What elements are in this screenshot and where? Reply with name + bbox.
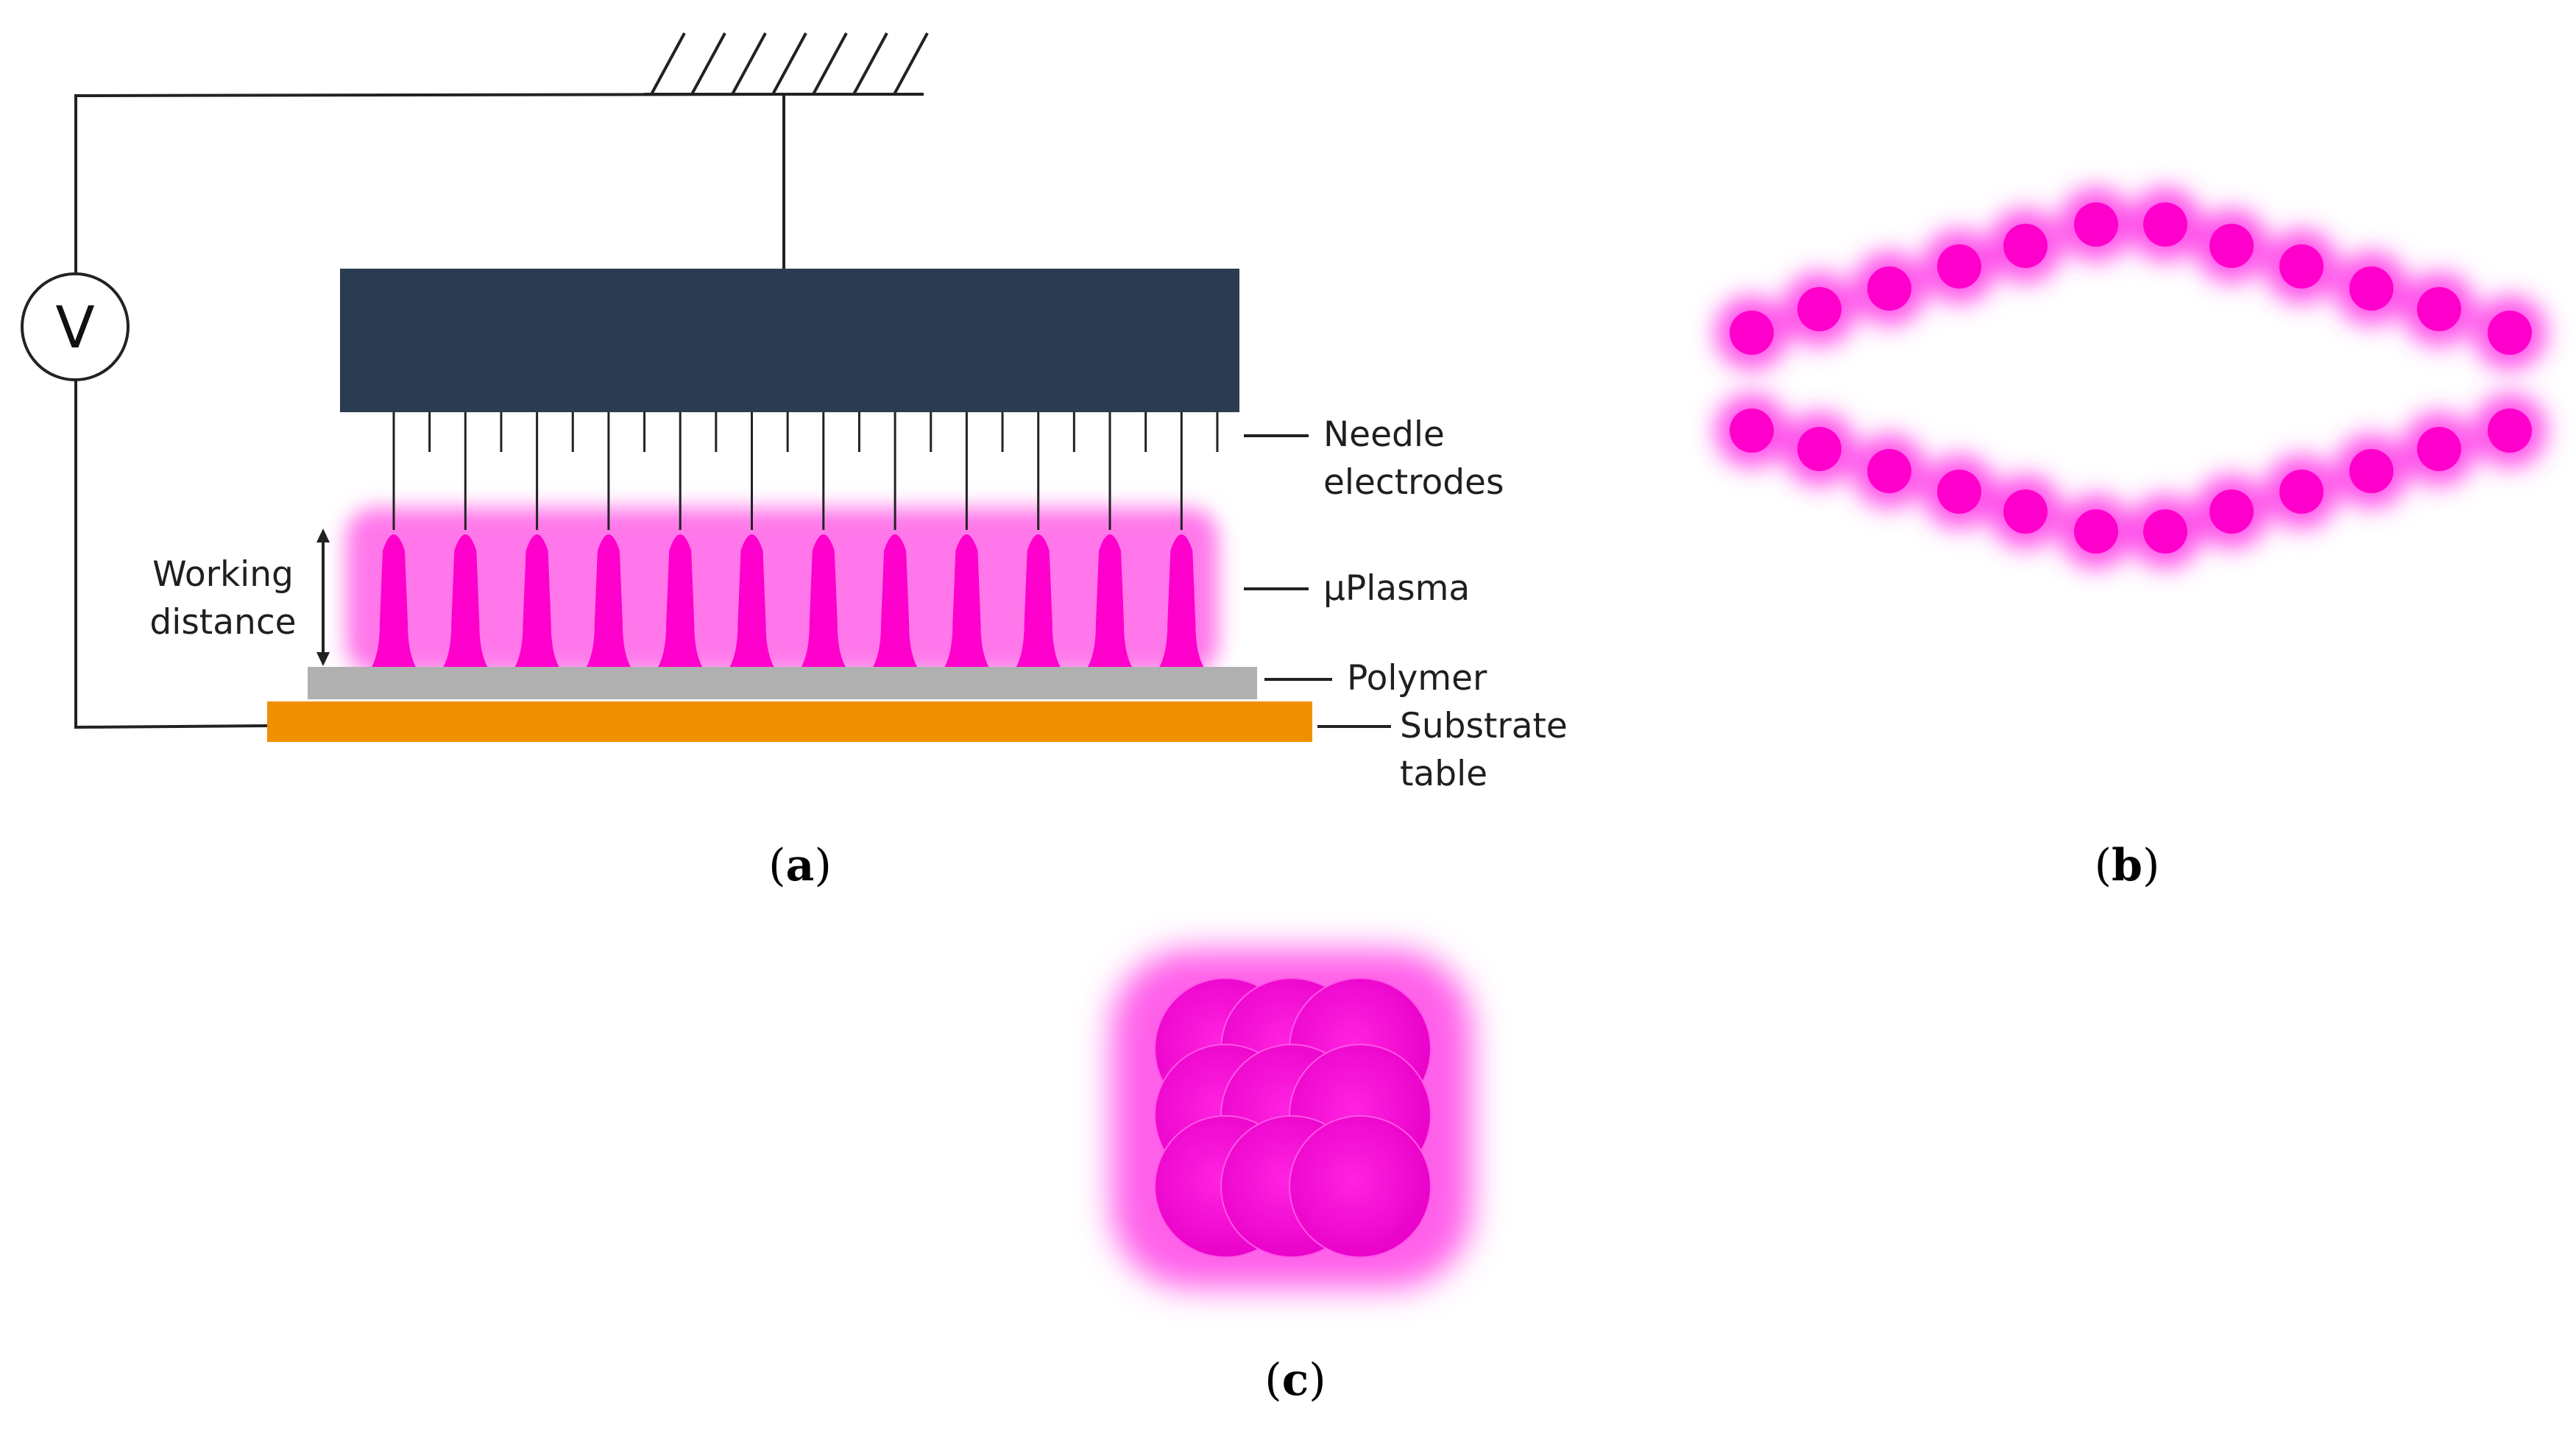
plasma-plume <box>801 534 846 667</box>
plasma-plume <box>873 534 918 667</box>
plasma-plume <box>1159 534 1204 667</box>
dot-cluster <box>1154 977 1432 1258</box>
substrate-table <box>267 701 1312 742</box>
dot-upper <box>1867 266 1911 311</box>
leader-lines <box>1244 434 1391 728</box>
dot-pattern-glow <box>1715 188 2547 568</box>
label-working-line1: Working <box>152 554 294 595</box>
plasma-glow-band <box>346 508 1218 673</box>
dot-lower <box>2488 409 2532 453</box>
dot-upper <box>1937 244 1981 289</box>
caption-a: (a) <box>768 840 832 891</box>
plasma-plumes <box>372 534 1204 667</box>
ground-symbol <box>644 32 929 96</box>
plasma-plume <box>443 534 488 667</box>
dot-upper <box>2349 266 2393 311</box>
dot-lower <box>1867 449 1911 493</box>
working-distance-arrow <box>316 528 330 666</box>
caption-c: (c) <box>1264 1354 1326 1406</box>
plasma-plume <box>1016 534 1061 667</box>
plasma-plume <box>658 534 703 667</box>
dot-upper <box>2417 287 2461 331</box>
dot-upper <box>1797 287 1841 331</box>
dot-upper <box>2488 311 2532 355</box>
voltmeter-circle <box>21 272 130 381</box>
dot-lower <box>2349 449 2393 493</box>
dot-lower <box>2143 509 2187 554</box>
dot-lower <box>2003 489 2048 534</box>
electrode-block <box>340 269 1239 412</box>
label-working-line2: distance <box>149 602 296 643</box>
dot-lower <box>2074 509 2118 554</box>
polymer-layer <box>308 667 1257 699</box>
label-needle-line2: electrodes <box>1323 462 1504 503</box>
plasma-plume <box>1088 534 1132 667</box>
needle-electrodes <box>392 412 1219 530</box>
dot-upper <box>2279 244 2324 289</box>
dot-lower <box>2417 427 2461 471</box>
dot-lower <box>1797 427 1841 471</box>
panel-a: V Needle electrodes µPlasma Polymer Subs <box>21 32 1568 891</box>
dot-lower <box>1730 409 1774 453</box>
label-polymer: Polymer <box>1347 658 1487 699</box>
caption-b: (b) <box>2095 840 2160 891</box>
plasma-plume <box>514 534 559 667</box>
plasma-glow <box>346 508 1218 673</box>
plasma-plume <box>729 534 774 667</box>
panel-b: (b) <box>1715 188 2547 891</box>
dot-upper <box>2143 202 2187 247</box>
dot-lower <box>2209 489 2254 534</box>
voltmeter-symbol: V <box>55 295 94 361</box>
dot-upper <box>1730 311 1774 355</box>
dot-lower <box>2279 470 2324 514</box>
plasma-plume <box>372 534 416 667</box>
dot-upper <box>2003 224 2048 268</box>
label-substrate-line1: Substrate <box>1400 706 1568 746</box>
dot-pattern-ring <box>1730 202 2532 554</box>
dot-upper <box>2074 202 2118 247</box>
label-substrate-line2: table <box>1400 754 1487 794</box>
voltmeter: V <box>21 272 130 381</box>
plasma-plume <box>944 534 989 667</box>
dot-lower <box>1937 470 1981 514</box>
dot-upper <box>2209 224 2254 268</box>
label-needle-line1: Needle <box>1323 414 1445 455</box>
circuit-wire <box>74 93 785 729</box>
cluster-dot <box>1289 1115 1432 1258</box>
panel-c: (c) <box>1111 950 1472 1406</box>
plasma-plume <box>586 534 631 667</box>
label-plasma: µPlasma <box>1323 568 1470 609</box>
